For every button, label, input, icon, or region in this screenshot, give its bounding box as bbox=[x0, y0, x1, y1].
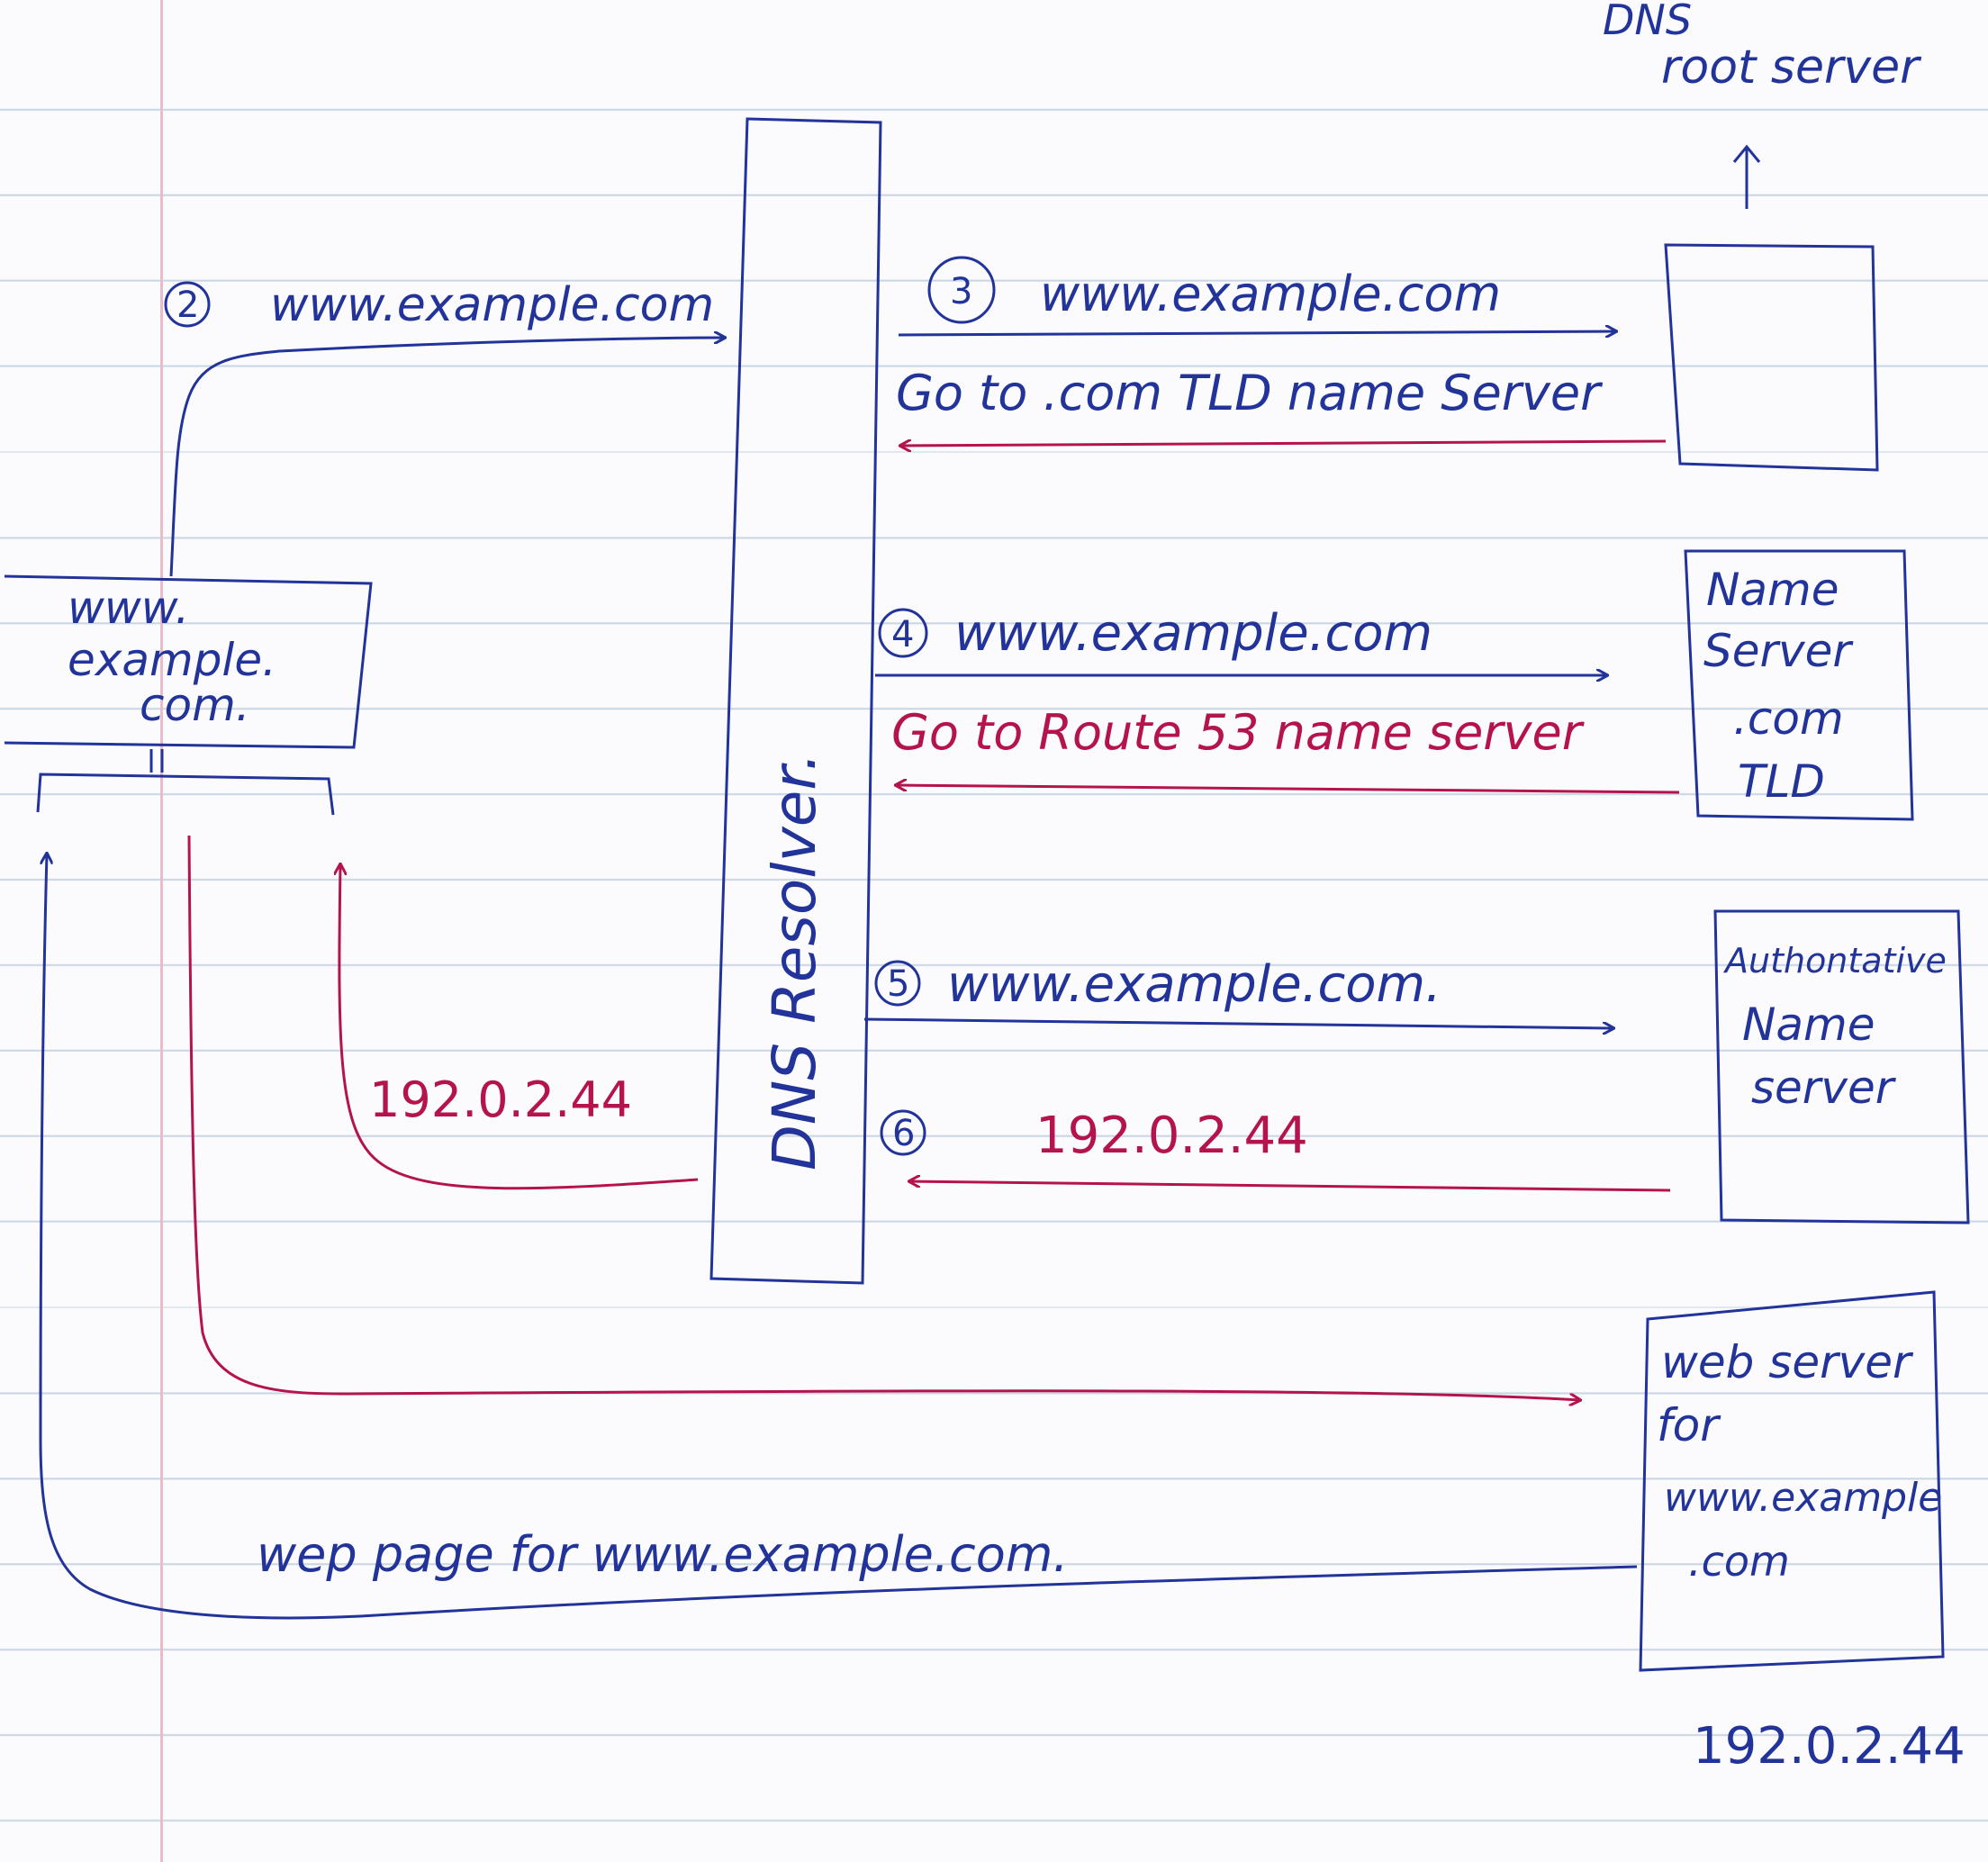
step-3-root-exchange: 3 www.example.com Go to .com TLD name Se… bbox=[896, 256, 1667, 446]
step-2-query: 2 www.example.com bbox=[164, 278, 725, 577]
step-2-text: www.example.com bbox=[270, 278, 714, 332]
step-4-number: 4 bbox=[891, 614, 914, 655]
auth-server-line3: server bbox=[1751, 1062, 1897, 1114]
web-server: web server for www.example .com 192.0.2.… bbox=[1639, 1290, 1965, 1776]
step-3-number: 3 bbox=[950, 271, 972, 312]
step-5-circle bbox=[874, 960, 921, 1007]
step-5-auth-query: 5 www.example.com. bbox=[863, 955, 1613, 1028]
web-server-ip: 192.0.2.44 bbox=[1693, 1717, 1965, 1776]
tld-server-line3: .com bbox=[1733, 692, 1844, 745]
step-4-text: www.example.com bbox=[954, 604, 1432, 663]
web-server-line2: for bbox=[1657, 1399, 1721, 1451]
step-3-reply-text: Go to .com TLD name Server bbox=[896, 365, 1603, 421]
step-3-reply-arrow bbox=[900, 441, 1667, 446]
notebook-margin-line bbox=[160, 0, 163, 1862]
browser-text-line2: example. bbox=[68, 634, 276, 686]
web-server-line3: www.example bbox=[1664, 1475, 1942, 1521]
dns-resolver: DNS Resolver. bbox=[709, 117, 882, 1285]
web-server-line4: .com bbox=[1688, 1537, 1790, 1586]
auth-server-box bbox=[1713, 909, 1970, 1225]
browser-keyboard-base bbox=[36, 773, 335, 816]
resolver-to-browser-ip: 192.0.2.44 bbox=[339, 864, 699, 1190]
dns-root-server: DNS root server bbox=[1603, 0, 1922, 472]
web-server-line1: web server bbox=[1661, 1336, 1914, 1388]
step-6-auth-reply: 6 192.0.2.44 bbox=[880, 1107, 1671, 1192]
web-page-label: wep page for www.example.com. bbox=[257, 1526, 1069, 1583]
auth-server-line1: Authontative bbox=[1722, 941, 1947, 981]
tld-server-line4: TLD bbox=[1738, 755, 1825, 808]
step-6-circle bbox=[880, 1109, 926, 1156]
web-page-return-arrow bbox=[39, 854, 1638, 1620]
step-5-number: 5 bbox=[887, 963, 909, 1005]
resolver-box bbox=[709, 117, 882, 1285]
step-6-number: 6 bbox=[892, 1113, 915, 1154]
browser-text-line1: www. bbox=[68, 582, 189, 634]
browser-to-webserver-request bbox=[187, 835, 1580, 1400]
step-5-text: www.example.com. bbox=[947, 955, 1441, 1014]
web-server-box bbox=[1639, 1290, 1945, 1672]
step-3-text: www.example.com bbox=[1040, 266, 1501, 322]
step-2-arrow bbox=[169, 338, 725, 577]
tld-server-box bbox=[1684, 549, 1914, 821]
browser-client: www. example. com. bbox=[4, 574, 373, 816]
webserver-to-browser-page: wep page for www.example.com. bbox=[39, 854, 1638, 1620]
root-server-label-line1: DNS bbox=[1603, 0, 1692, 44]
tld-server-line2: Server bbox=[1703, 625, 1854, 677]
root-server-pointer-arrowhead bbox=[1732, 144, 1761, 163]
browser-window-box bbox=[4, 574, 373, 749]
step-3-query-arrow bbox=[898, 331, 1616, 335]
step-6-reply-arrow bbox=[909, 1181, 1671, 1192]
resolver-to-browser-ip-text: 192.0.2.44 bbox=[369, 1071, 632, 1128]
authoritative-name-server: Authontative Name server bbox=[1713, 909, 1970, 1225]
tld-name-server: Name Server .com TLD bbox=[1684, 549, 1914, 821]
resolver-to-browser-arrow bbox=[339, 864, 699, 1190]
auth-server-line2: Name bbox=[1742, 999, 1875, 1051]
root-server-box bbox=[1664, 243, 1879, 472]
browser-to-webserver-arrow bbox=[187, 835, 1580, 1400]
step-4-reply-arrow bbox=[896, 785, 1680, 794]
root-server-label-line2: root server bbox=[1661, 41, 1922, 95]
step-6-reply-text: 192.0.2.44 bbox=[1035, 1107, 1308, 1165]
step-4-circle bbox=[878, 608, 928, 658]
resolver-label: DNS Resolver. bbox=[760, 753, 829, 1171]
browser-text-line3: com. bbox=[140, 679, 250, 731]
step-5-query-arrow bbox=[863, 1017, 1613, 1028]
step-2-number: 2 bbox=[176, 285, 199, 326]
step-3-circle bbox=[927, 256, 996, 324]
step-4-tld-exchange: 4 www.example.com Go to Route 53 name se… bbox=[875, 604, 1680, 794]
step-2-circle bbox=[164, 281, 211, 328]
step-4-reply-text: Go to Route 53 name server bbox=[891, 704, 1585, 761]
tld-server-line1: Name bbox=[1706, 564, 1839, 616]
